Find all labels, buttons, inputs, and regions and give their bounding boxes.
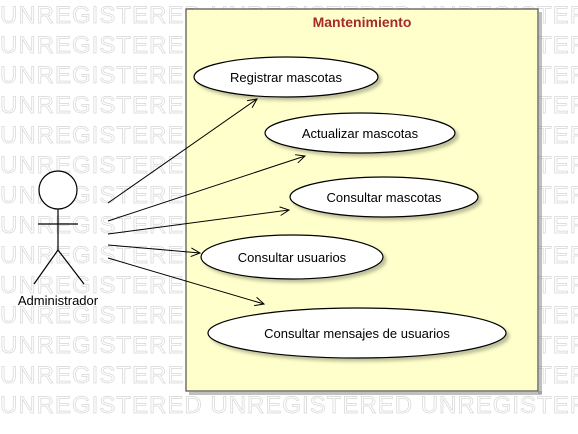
association-line (107, 155, 306, 222)
association-line (107, 257, 265, 305)
association-line (107, 244, 201, 254)
system-title: Mantenimiento (313, 14, 412, 30)
association-uc1[interactable] (107, 98, 258, 204)
actor-right-leg (57, 249, 85, 285)
use-case-uc5[interactable]: Consultar mensajes de usuarios (207, 307, 507, 359)
watermark-text: UNREGISTERED UNREGISTERED UNREGISTERED U… (0, 392, 578, 419)
arrowhead (190, 247, 202, 258)
actor-administrador[interactable]: Administrador (18, 170, 99, 308)
actor-head (38, 170, 78, 210)
arrowhead (279, 206, 291, 216)
use-case-ellipse (200, 234, 384, 280)
arrowhead (254, 296, 266, 307)
use-case-uc4[interactable]: Consultar usuarios (200, 234, 384, 280)
use-case-ellipse (193, 56, 379, 98)
use-case-label: Consultar mensajes de usuarios (264, 326, 450, 341)
associations (107, 98, 307, 307)
association-uc4[interactable] (107, 244, 202, 258)
use-case-label: Registrar mascotas (230, 70, 342, 85)
use-case-label: Actualizar mascotas (302, 126, 419, 141)
use-case-ellipse (207, 307, 507, 359)
association-uc3[interactable] (107, 206, 291, 235)
use-case-uc2[interactable]: Actualizar mascotas (264, 112, 456, 154)
use-case-label: Consultar usuarios (238, 250, 347, 265)
association-line (107, 209, 290, 235)
association-line (107, 98, 258, 204)
use-case-label: Consultar mascotas (327, 190, 442, 205)
association-uc2[interactable] (107, 154, 307, 222)
use-case-ellipse (289, 176, 479, 218)
use-case-uc3[interactable]: Consultar mascotas (289, 176, 479, 218)
association-uc5[interactable] (107, 257, 266, 307)
actor-left-leg (33, 249, 59, 285)
use-case-ellipse (264, 112, 456, 154)
arrowhead (295, 154, 307, 164)
actor-label: Administrador (18, 293, 99, 308)
use-case-uc1[interactable]: Registrar mascotas (193, 56, 379, 98)
arrowhead (247, 98, 258, 108)
